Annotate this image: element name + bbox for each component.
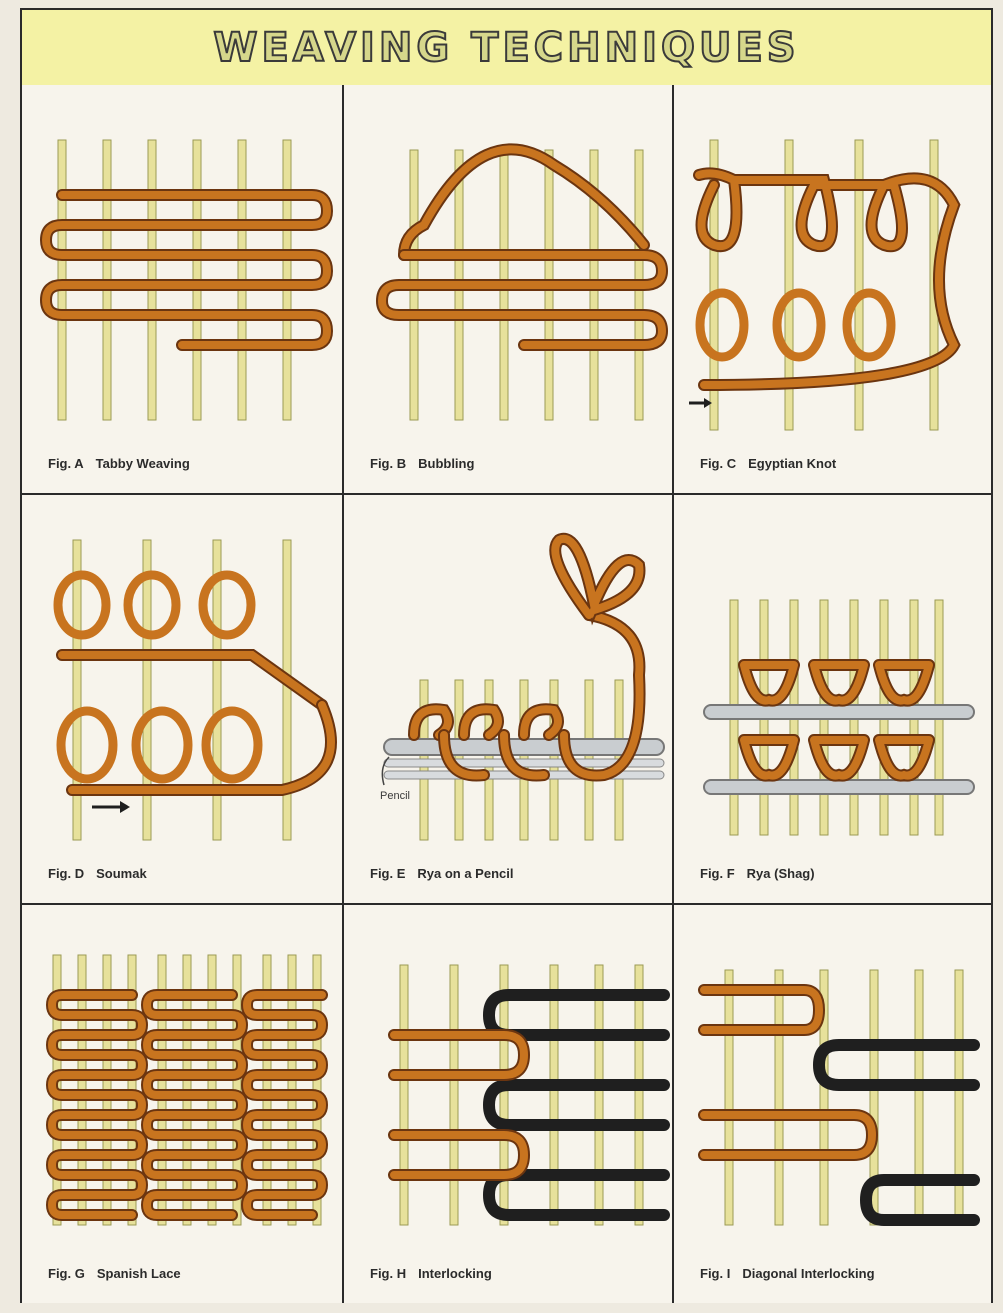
warp-thread [915,970,923,1225]
weft-strand [404,149,644,255]
warp-threads [400,965,643,1225]
warp-thread [400,965,408,1225]
weft-loop [61,711,113,779]
weft-loop [58,575,106,635]
warp-threads [725,970,963,1225]
weft-strand [704,990,819,1030]
weft-strand [382,255,662,345]
weft-strand [247,995,322,1215]
weft-loop [128,575,176,635]
warp-thread [550,965,558,1225]
warp-thread [500,965,508,1225]
tabby-weaving-illustration [22,85,344,495]
diagonal-interlocking-illustration [674,905,991,1303]
warp-thread [725,970,733,1225]
dark-weft-strand [819,1045,974,1085]
weft-strand [247,995,322,1215]
weft-strand [744,740,929,776]
rya-on-pencil-illustration [344,495,674,905]
weft-strand [744,665,929,701]
weft-strand [382,255,662,345]
warp-thread [775,970,783,1225]
bubbling-illustration [344,85,674,495]
egyptian-knot-illustration [674,85,991,495]
page-title: WEAVING TECHNIQUES [213,25,799,71]
pencil-callout: Pencil [380,790,410,802]
weft-strand [555,539,639,615]
warp-thread [955,970,963,1225]
warp-thread [635,965,643,1225]
weft-loop [700,293,744,357]
soumak-illustration [22,495,344,905]
rya-shag-illustration [674,495,991,905]
weft-loop [777,293,821,357]
weft-loop [847,293,891,357]
title-banner: WEAVING TECHNIQUES [22,10,991,87]
warp-thread [595,965,603,1225]
weft-loop [203,575,251,635]
spanish-lace-illustration [22,905,344,1303]
interlocking-illustration [344,905,674,1303]
warp-thread [450,965,458,1225]
pencil-shape [384,739,664,755]
